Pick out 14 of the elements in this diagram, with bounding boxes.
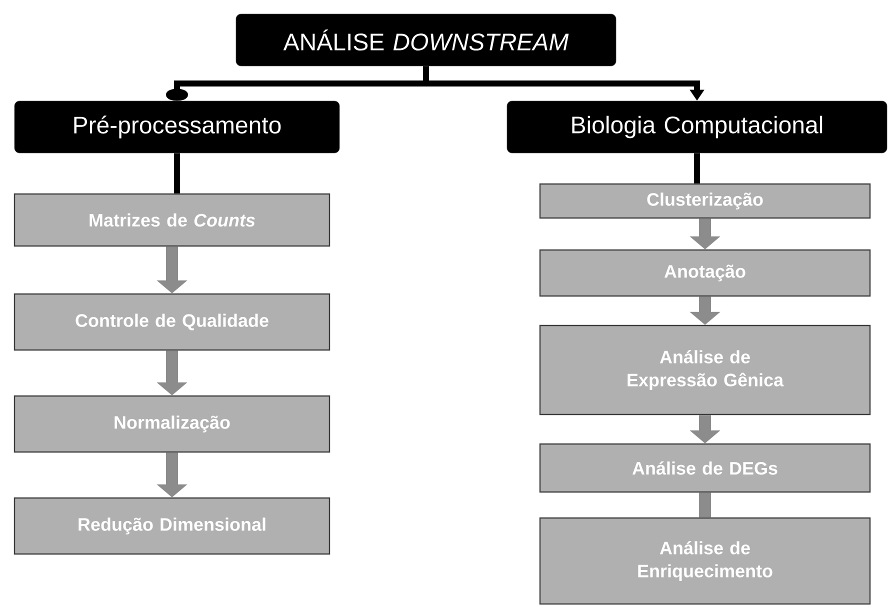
step-box: Análise de Expressão Gênica — [539, 324, 871, 416]
connector — [174, 153, 180, 194]
step-box: Análise de Enriquecimento — [539, 517, 871, 605]
step-box: Análise de DEGs — [539, 443, 871, 493]
step-box: Matrizes de Counts — [14, 193, 330, 247]
connector — [694, 153, 700, 184]
step-box: Clusterização — [539, 183, 871, 219]
step-box: Controle de Qualidade — [14, 293, 330, 351]
header-box: ANÁLISE DOWNSTREAM — [236, 14, 616, 66]
step-box: Anotação — [539, 249, 871, 297]
category-box: Pré-processamento — [14, 100, 340, 154]
step-box: Redução Dimensional — [14, 497, 330, 555]
category-box: Biologia Computacional — [506, 100, 888, 154]
step-box: Normalização — [14, 395, 330, 453]
